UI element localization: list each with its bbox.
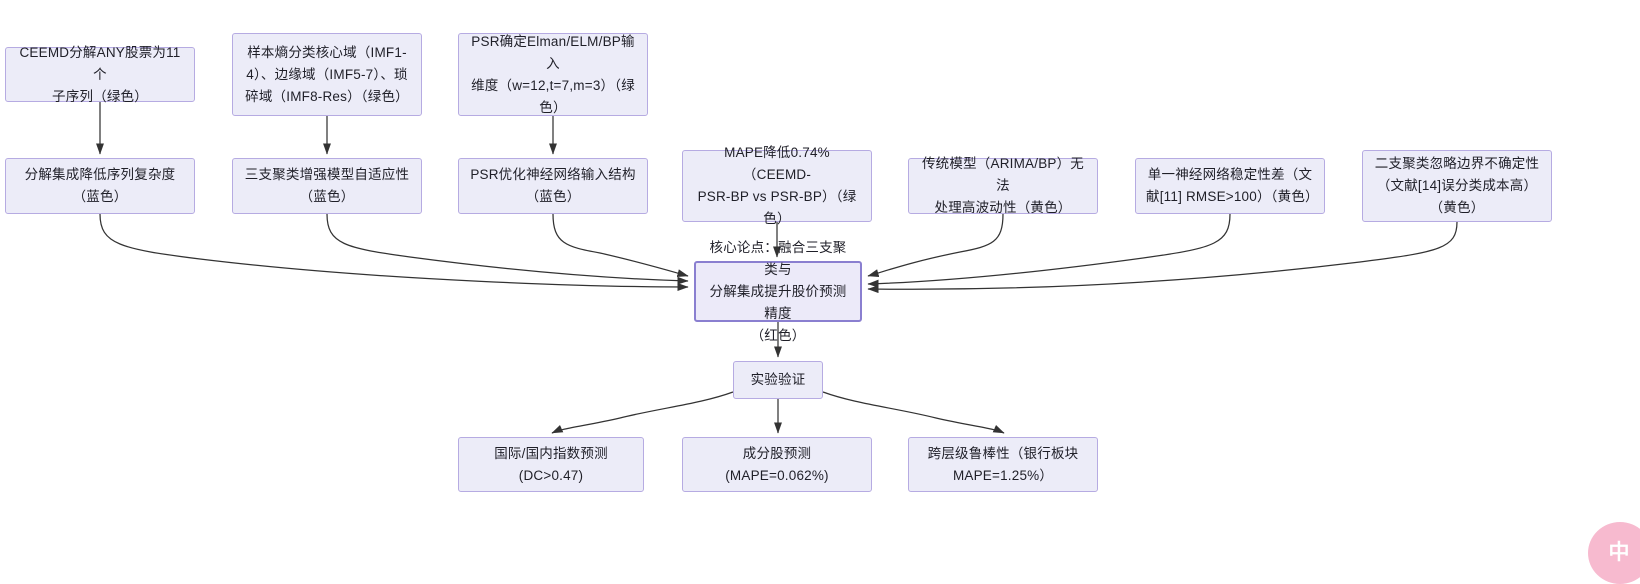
node-label: PSR优化神经网络输入结构 （蓝色） <box>470 167 636 204</box>
node-psr-optimizes-network-input[interactable]: PSR优化神经网络输入结构 （蓝色） <box>458 158 648 214</box>
node-single-network-instability[interactable]: 单一神经网络稳定性差（文 献[11] RMSE>100）（黄色） <box>1135 158 1325 214</box>
node-mape-reduction[interactable]: MAPE降低0.74%（CEEMD- PSR-BP vs PSR-BP）（绿 色… <box>682 145 872 226</box>
node-traditional-models-limitation[interactable]: 传统模型（ARIMA/BP）无法 处理高波动性（黄色） <box>908 156 1098 215</box>
edge-n8-core <box>867 213 1004 278</box>
edge-n10-core <box>867 221 1458 294</box>
edge-n5-core <box>326 213 689 285</box>
node-two-way-clustering-boundary[interactable]: 二支聚类忽略边界不确定性 （文献[14]误分类成本高） （黄色） <box>1362 150 1552 222</box>
node-label: 二支聚类忽略边界不确定性 （文献[14]误分类成本高） （黄色） <box>1374 156 1540 215</box>
node-label: 分解集成降低序列复杂度 （蓝色） <box>24 167 176 204</box>
node-label: 跨层级鲁棒性（银行板块 MAPE=1.25%） <box>927 445 1079 483</box>
node-three-way-clustering-adaptivity[interactable]: 三支聚类增强模型自适应性 （蓝色） <box>232 158 422 214</box>
node-ceemd-decomposition[interactable]: CEEMD分解ANY股票为11个 子序列（绿色） <box>5 45 195 104</box>
node-core-thesis[interactable]: 核心论点：融合三支聚类与 分解集成提升股价预测精度 （红色） <box>694 240 862 343</box>
node-label: 三支聚类增强模型自适应性 （蓝色） <box>244 167 410 204</box>
node-cross-level-robustness-result[interactable]: 跨层级鲁棒性（银行板块 MAPE=1.25%） <box>908 437 1098 492</box>
node-label: 单一神经网络稳定性差（文 献[11] RMSE>100）（黄色） <box>1146 167 1319 204</box>
edge-n6-core <box>552 213 689 278</box>
node-constituent-stock-result[interactable]: 成分股预测 (MAPE=0.062%) <box>682 437 872 492</box>
node-label: 传统模型（ARIMA/BP）无法 处理高波动性（黄色） <box>921 156 1084 215</box>
node-experimental-validation[interactable]: 实验验证 <box>733 361 823 399</box>
watermark-badge: 中 <box>1588 522 1640 584</box>
node-label: 成分股预测 (MAPE=0.062%) <box>725 445 829 483</box>
edge-n4-core <box>99 213 689 291</box>
node-psr-input-dimension[interactable]: PSR确定Elman/ELM/BP输入 维度（w=12,t=7,m=3）（绿 色… <box>458 33 648 116</box>
node-label: CEEMD分解ANY股票为11个 子序列（绿色） <box>19 44 181 104</box>
node-decomposition-reduces-complexity[interactable]: 分解集成降低序列复杂度 （蓝色） <box>5 158 195 214</box>
node-index-prediction-result[interactable]: 国际/国内指数预测 (DC>0.47) <box>458 437 644 492</box>
node-label: MAPE降低0.74%（CEEMD- PSR-BP vs PSR-BP）（绿 色… <box>697 145 857 226</box>
node-sample-entropy-classification[interactable]: 样本熵分类核心域（IMF1- 4）、边缘域（IMF5-7）、琐 碎域（IMF8-… <box>232 33 422 116</box>
edge-exp-r1 <box>551 391 734 434</box>
edge-n9-core <box>867 213 1231 288</box>
edge-exp-r3 <box>822 391 1005 434</box>
node-label: 实验验证 <box>750 372 806 387</box>
node-label: 国际/国内指数预测 (DC>0.47) <box>494 445 608 483</box>
node-label: 核心论点：融合三支聚类与 分解集成提升股价预测精度 （红色） <box>709 239 847 343</box>
node-label: 样本熵分类核心域（IMF1- 4）、边缘域（IMF5-7）、琐 碎域（IMF8-… <box>245 44 409 104</box>
node-label: PSR确定Elman/ELM/BP输入 维度（w=12,t=7,m=3）（绿 色… <box>471 33 635 115</box>
watermark-char: 中 <box>1608 541 1630 564</box>
